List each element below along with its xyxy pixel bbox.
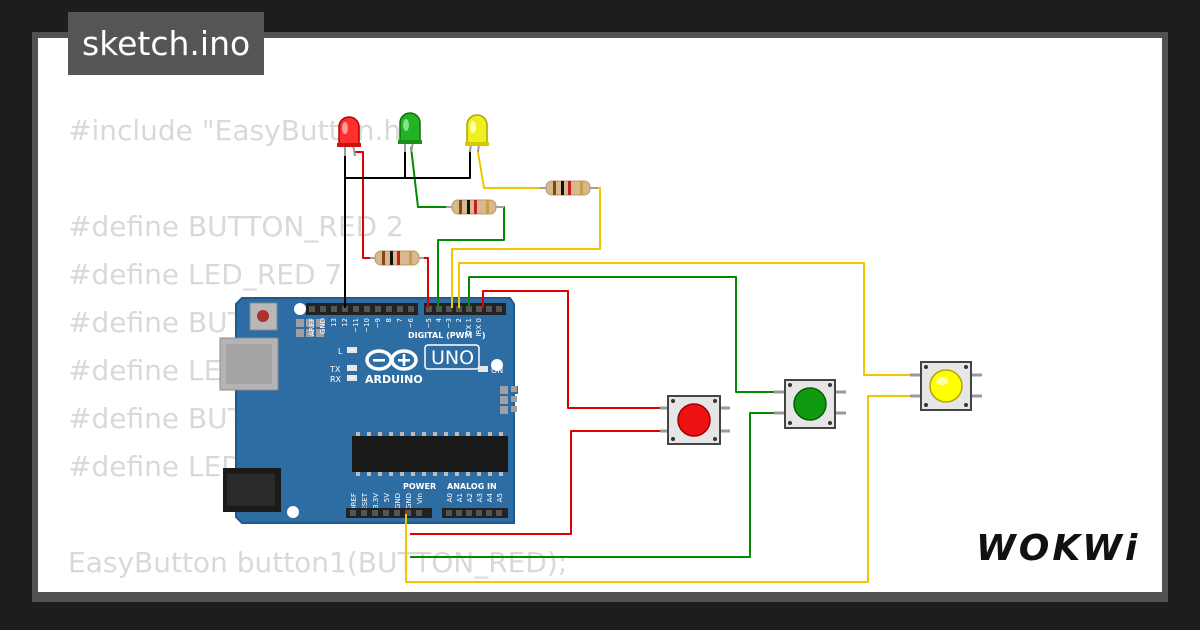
- analog-pin-label: A1: [456, 493, 464, 502]
- pin-label: AREF: [308, 318, 316, 336]
- pin-label: ~10: [363, 318, 371, 333]
- uno-label: UNO: [431, 347, 474, 369]
- pin-label: ~5: [425, 318, 433, 328]
- pin-label: 13: [330, 318, 338, 327]
- power-pin-label: RESET: [361, 492, 369, 515]
- l-led: [347, 347, 357, 353]
- icsp-header-right: [500, 386, 518, 414]
- chip-pins: [356, 432, 503, 476]
- pin-label: ~6: [407, 317, 415, 328]
- wire-green-button-pin4: [468, 276, 778, 393]
- power-label: POWER: [403, 482, 436, 491]
- wire-green-resistor: [437, 206, 505, 308]
- resistor-green[interactable]: [446, 199, 504, 215]
- analog-pin-label: A4: [486, 492, 494, 502]
- wire-green-led: [410, 146, 450, 208]
- atmega-chip: [352, 436, 508, 472]
- pin-label: TX 1: [465, 318, 473, 335]
- on-label: ON: [491, 366, 503, 375]
- analog-pin-label: A0: [446, 493, 454, 502]
- pin-label: 8: [385, 318, 393, 322]
- button-yellow[interactable]: [910, 361, 982, 411]
- pin-label: ~9: [374, 318, 382, 328]
- pin-label: 7: [396, 318, 404, 322]
- power-pin-label: 3.3V: [372, 493, 380, 509]
- frame-bottom-edge: [32, 598, 1168, 602]
- on-led: [478, 366, 488, 372]
- wire-yellow-button-pin3: [458, 262, 914, 376]
- wire-gnd-yellow: [405, 150, 471, 179]
- pin-label: 4: [435, 317, 443, 322]
- digital-header-right: [424, 303, 506, 315]
- wire-red-led: [355, 151, 374, 259]
- l-led-label: L: [338, 347, 343, 356]
- digital-label: DIGITAL (PWM ~): [408, 331, 486, 340]
- button-red[interactable]: [660, 395, 730, 445]
- wire-yellow-led: [477, 151, 544, 189]
- arduino-logo-text: ARDUINO: [365, 373, 423, 386]
- power-pin-label: GND: [405, 493, 413, 509]
- arduino-logo: [365, 349, 418, 371]
- pin-label: ~3: [445, 318, 453, 328]
- code-line: #include "EasyButton.h": [68, 114, 415, 147]
- uno-badge: [424, 344, 480, 370]
- analog-header: [442, 508, 508, 518]
- bottom-header-pins: [350, 510, 502, 516]
- code-line: #define LED_RED 7: [68, 258, 343, 291]
- resistor-red[interactable]: [370, 250, 424, 266]
- power-pin-label: Vin: [416, 493, 424, 504]
- header-pins: [309, 306, 502, 312]
- wire-red-button-gnd: [410, 430, 664, 535]
- analog-pin-label: A5: [496, 493, 504, 502]
- led-red[interactable]: [337, 116, 361, 157]
- pin-label: ~11: [352, 318, 360, 333]
- reset-button-cap: [257, 310, 269, 322]
- tx-led: [347, 365, 357, 371]
- rx-label: RX: [330, 375, 342, 384]
- button-green[interactable]: [774, 379, 846, 429]
- power-pin-label: IOREF: [350, 493, 358, 514]
- led-yellow[interactable]: [465, 114, 489, 153]
- wire-yellow-button-gnd: [405, 395, 914, 583]
- tx-label: TX: [329, 365, 341, 374]
- wires: [344, 146, 914, 583]
- pin-label: 12: [341, 318, 349, 327]
- power-pin-label: GND: [394, 493, 402, 509]
- wire-red-button-pin2: [482, 290, 664, 409]
- wire-green-button-gnd: [410, 412, 778, 558]
- resistor-yellow[interactable]: [540, 180, 598, 196]
- power-pin-label: 5V: [383, 493, 391, 502]
- led-green[interactable]: [398, 112, 422, 153]
- mounting-hole: [294, 303, 306, 315]
- file-title: sketch.ino: [68, 12, 265, 75]
- analog-pin-label: A3: [476, 493, 484, 502]
- pin-label: RX 0: [475, 318, 483, 334]
- analog-pin-label: A2: [466, 493, 474, 502]
- pin-label: GND: [319, 318, 327, 334]
- mounting-hole: [491, 359, 503, 371]
- code-line: EasyButton button1(BUTTON_RED);: [68, 546, 568, 579]
- analog-label: ANALOG IN: [447, 482, 497, 491]
- mounting-hole: [287, 506, 299, 518]
- pin-label: 2: [455, 318, 463, 322]
- icsp-header: [296, 319, 324, 337]
- rx-led: [347, 375, 357, 381]
- wokwi-logo: WOKWi: [976, 528, 1141, 569]
